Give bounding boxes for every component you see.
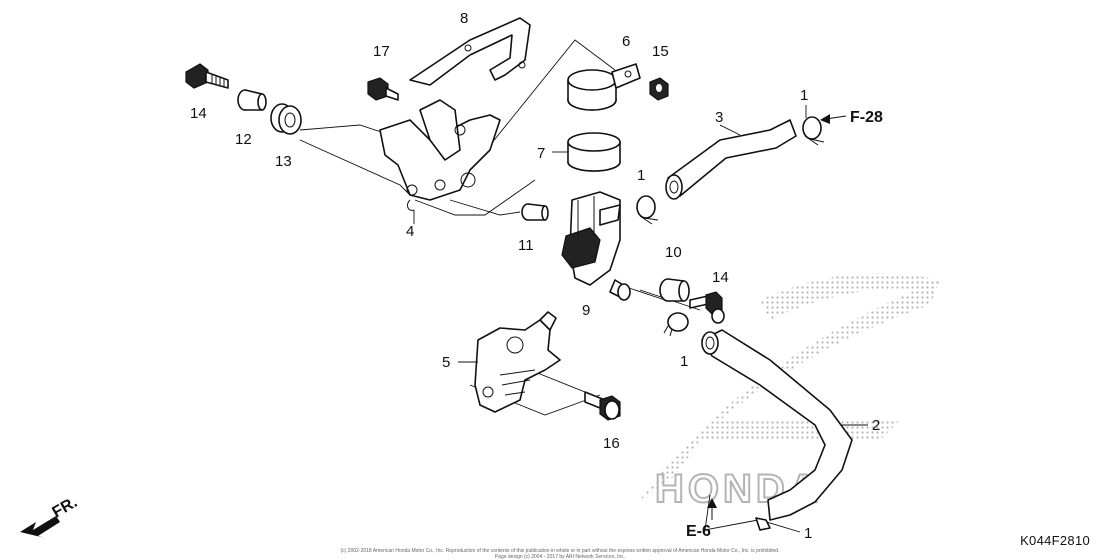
callout-17: 17 (373, 43, 390, 60)
callout-6: 6 (622, 33, 630, 50)
ref-f28[interactable]: F-28 (850, 109, 883, 126)
callout-1-lower: 1 (680, 353, 688, 370)
callout-9: 9 (582, 302, 590, 319)
valve-9[interactable] (561, 191, 631, 301)
clip-1-bottom[interactable] (755, 517, 771, 531)
bracket-4[interactable] (379, 99, 501, 211)
callout-5: 5 (442, 354, 450, 371)
callout-4: 4 (406, 223, 414, 240)
clip-1-top[interactable] (802, 116, 825, 146)
collar-11[interactable] (521, 203, 549, 221)
bracket-8[interactable] (409, 17, 531, 86)
copyright-notice: (c) 2002-2018 American Honda Motor Co., … (300, 548, 820, 560)
callout-1-bottom: 1 (804, 525, 812, 542)
copyright-line-2: Page design (c) 2004 - 2017 by ARI Netwo… (494, 554, 626, 560)
grommet-10[interactable] (659, 278, 690, 302)
callout-2: 2 (872, 417, 880, 434)
nut-15[interactable] (649, 77, 669, 101)
callout-11: 11 (518, 237, 534, 254)
clip-1-middle[interactable] (636, 195, 659, 225)
callout-12: 12 (235, 131, 252, 148)
callout-16: 16 (603, 435, 620, 452)
arrow-left-down-icon (20, 516, 60, 538)
bolt-17[interactable] (367, 77, 399, 101)
callout-15: 15 (652, 43, 669, 60)
clip-1-lower[interactable] (663, 312, 689, 337)
callout-8: 8 (460, 10, 468, 27)
callout-13: 13 (275, 153, 292, 170)
diagram-code: K044F2810 (1020, 533, 1090, 548)
bolt-14-right[interactable] (689, 291, 725, 324)
callout-1-middle: 1 (637, 167, 645, 184)
callout-14-left: 14 (190, 105, 207, 122)
leader-lines (299, 39, 868, 533)
callout-1-top: 1 (800, 87, 808, 104)
callout-3: 3 (715, 109, 723, 126)
hose-3[interactable] (665, 119, 797, 200)
bolt-16[interactable] (584, 391, 621, 421)
copyright-line-1: (c) 2002-2018 American Honda Motor Co., … (340, 548, 780, 554)
grommet-13[interactable] (270, 103, 302, 135)
hose-2[interactable] (701, 329, 853, 521)
callout-14-right: 14 (712, 269, 729, 286)
callout-10: 10 (665, 244, 682, 261)
collar-12[interactable] (237, 89, 267, 111)
bolt-14-left[interactable] (185, 63, 229, 89)
band-6[interactable] (567, 63, 641, 111)
rubber-7[interactable] (567, 132, 621, 172)
bracket-5[interactable] (474, 311, 561, 413)
f28-arrow-icon (820, 114, 847, 124)
e6-arrow-icon (707, 498, 717, 520)
callout-7: 7 (537, 145, 545, 162)
ref-e6[interactable]: E-6 (686, 523, 711, 540)
